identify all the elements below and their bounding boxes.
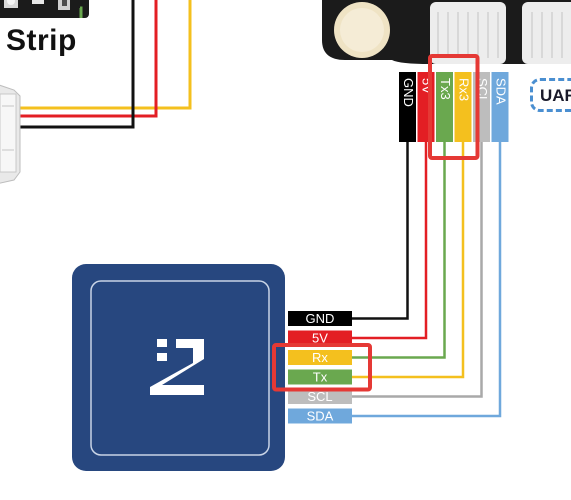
module-pin-tx [288, 369, 352, 385]
fc-pin-label-tx3: Tx3 [438, 78, 453, 100]
fc-pin-tx3 [436, 72, 453, 142]
fc-pin-gnd [399, 72, 416, 142]
wire-scl [352, 142, 483, 398]
module-logo [150, 339, 204, 395]
fc-pin-rx3 [454, 72, 472, 142]
module-pin-5v [288, 330, 352, 346]
module-pin-label-gnd: GND [306, 311, 335, 326]
strip-title: Strip [6, 24, 77, 57]
highlight-boxes [272, 54, 480, 392]
module-pin-sda [288, 408, 352, 424]
uart-label: UAR [540, 86, 571, 105]
wire-5v [352, 142, 428, 340]
fc-highlight-box [428, 54, 480, 160]
strip-connector [0, 84, 21, 184]
module-pin-label-scl: SCL [307, 389, 332, 404]
uart-outline [530, 78, 571, 112]
module-wires [352, 142, 502, 418]
flight-controller-board [322, 0, 571, 64]
module-highlight-box [272, 343, 372, 392]
module-pin-label-sda: SDA [307, 408, 334, 423]
led-strip-board [0, 0, 89, 18]
module-pin-label-rx: Rx [312, 350, 328, 365]
module-pin-label-5v: 5V [312, 330, 328, 345]
module-pin-label-tx: Tx [313, 369, 328, 384]
wire-sda [352, 142, 502, 418]
fc-pin-sda [491, 72, 509, 142]
fc-pin-label-rx3: Rx3 [457, 78, 472, 101]
module-pin-scl [288, 389, 352, 404]
module-pin-gnd [288, 311, 352, 326]
wire-tx3 [352, 142, 446, 359]
fc-pin-label-gnd: GND [401, 78, 416, 107]
wire-gnd [352, 142, 409, 320]
sensor-module [72, 264, 285, 471]
fc-pin-label-5v: 5V [420, 78, 435, 94]
wire-rx3 [352, 142, 465, 379]
fc-pin-label-sda: SDA [494, 78, 509, 105]
module-pin-rx [288, 350, 352, 365]
strip-wires [18, 0, 192, 129]
